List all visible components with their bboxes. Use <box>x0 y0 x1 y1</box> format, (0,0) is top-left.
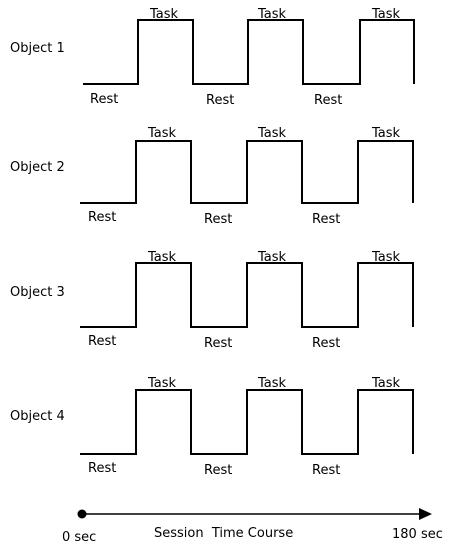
object-label: Object 2 <box>10 160 65 175</box>
task-rest-waveform <box>83 19 415 85</box>
rest-label: Rest <box>90 92 118 107</box>
task-rest-waveform <box>80 262 414 328</box>
rest-label: Rest <box>206 93 234 108</box>
rest-label: Rest <box>312 212 340 227</box>
rest-label: Rest <box>88 334 116 349</box>
object-row-1: Object 1 Task Task Task Rest Rest Rest <box>10 7 415 108</box>
rest-label: Rest <box>204 212 232 227</box>
task-label: Task <box>371 376 401 391</box>
start-time-label: 0 sec <box>62 530 96 545</box>
task-label: Task <box>147 376 177 391</box>
task-label: Task <box>149 7 179 22</box>
axis-title: Session Time Course <box>154 526 293 541</box>
rest-label: Rest <box>312 463 340 478</box>
session-time-axis: 0 sec Session Time Course 180 sec <box>62 508 443 545</box>
task-label: Task <box>257 376 287 391</box>
rest-label: Rest <box>204 336 232 351</box>
task-rest-waveform <box>80 389 414 455</box>
rest-label: Rest <box>204 463 232 478</box>
object-row-3: Object 3 Task Task Task Rest Rest Rest <box>10 250 414 351</box>
task-label: Task <box>371 250 401 265</box>
end-time-label: 180 sec <box>392 527 443 542</box>
arrowhead-icon <box>419 508 432 520</box>
rest-label: Rest <box>88 210 116 225</box>
object-row-4: Object 4 Task Task Task Rest Rest Rest <box>10 376 414 478</box>
object-label: Object 3 <box>10 285 65 300</box>
object-label: Object 4 <box>10 409 65 424</box>
task-label: Task <box>147 250 177 265</box>
object-row-2: Object 2 Task Task Task Rest Rest Rest <box>10 126 414 227</box>
task-label: Task <box>371 126 401 141</box>
task-rest-waveform <box>80 140 414 204</box>
rest-label: Rest <box>312 336 340 351</box>
task-label: Task <box>257 7 287 22</box>
task-label: Task <box>257 250 287 265</box>
task-label: Task <box>371 7 401 22</box>
task-label: Task <box>257 126 287 141</box>
task-label: Task <box>147 126 177 141</box>
rest-label: Rest <box>314 93 342 108</box>
object-label: Object 1 <box>10 41 65 56</box>
rest-label: Rest <box>88 461 116 476</box>
